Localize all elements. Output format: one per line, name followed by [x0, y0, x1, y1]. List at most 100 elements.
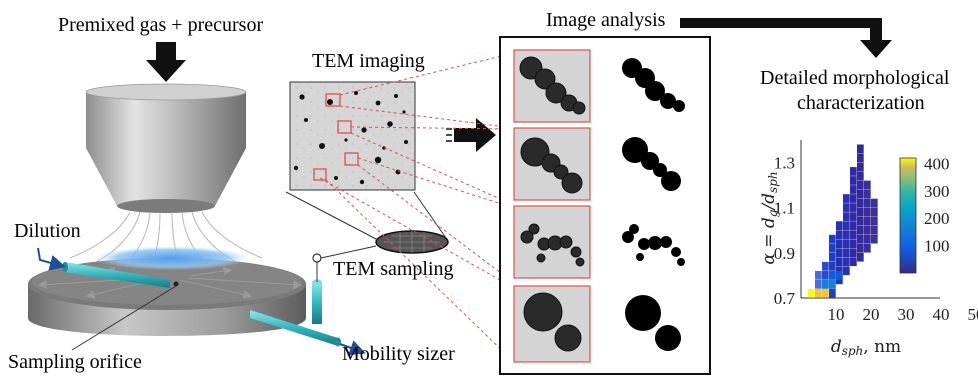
heatmap-cell: [857, 153, 864, 163]
heatmap-cell: [843, 248, 850, 258]
heatmap-cell: [864, 180, 871, 190]
mobility-arrow: [339, 340, 366, 356]
sampling-orifice-label: Sampling orifice: [8, 351, 142, 373]
flame: [94, 246, 250, 270]
heatmap-cell: [850, 203, 857, 212]
tem-sampling-label: TEM sampling: [333, 258, 454, 280]
detailed-label-line2: characterization: [797, 92, 925, 114]
x-tick-label: 10: [828, 305, 845, 324]
heatmap-cell: [843, 221, 850, 230]
tem-micrograph: [289, 81, 416, 191]
x-tick-label: 50: [968, 305, 978, 324]
heatmap-cell: [850, 257, 857, 267]
heatmap-cell: [864, 234, 871, 244]
heatmap-cell: [864, 216, 871, 226]
heatmap-cell: [857, 144, 864, 154]
heatmap-cell: [822, 279, 829, 289]
heatmap-cell: [871, 234, 878, 244]
heatmap-cell: [857, 198, 864, 208]
heatmap-cell: [836, 275, 843, 285]
heatmap-cell: [843, 257, 850, 267]
heatmap-cell: [850, 194, 857, 203]
heatmap-cell: [850, 167, 857, 176]
nozzle: [85, 83, 247, 213]
x-tick-labels: 1020304050: [828, 305, 978, 324]
x-tick-label: 30: [898, 305, 915, 324]
heatmap-cell: [843, 194, 850, 203]
heatmap-cell: [836, 230, 843, 240]
tem-aggregates: [519, 56, 586, 352]
heatmap-cell: [850, 230, 857, 240]
mobility-sizer-label: Mobility sizer: [342, 343, 455, 365]
heatmap-cell: [857, 162, 864, 172]
heatmap-cell: [836, 270, 843, 280]
y-tick-labels: 0.70.91.11.3: [774, 154, 796, 308]
zoom-leader-lines: [319, 52, 515, 363]
colorbar-tick-label: 200: [924, 209, 950, 228]
heatmap-cell: [864, 198, 871, 208]
heatmap-cell: [815, 270, 822, 280]
heatmap-cell: [871, 198, 878, 208]
y-tick-label: 0.9: [774, 244, 795, 263]
heatmap-cell: [857, 171, 864, 181]
heatmap-cell: [864, 189, 871, 199]
x-axis-label: dsph, nm: [831, 337, 901, 358]
heatmap-cell: [836, 266, 843, 276]
heatmap-cell: [857, 189, 864, 199]
burner-apparatus: [28, 42, 366, 356]
heatmap-cell: [829, 279, 836, 289]
heatmap-cell: [829, 270, 836, 280]
heatmap-cell: [864, 225, 871, 235]
image-analysis-label: Image analysis: [546, 9, 666, 31]
heatmap-cell: [850, 185, 857, 194]
binary-masks: [622, 58, 685, 351]
colorbar-tick-label: 100: [924, 237, 950, 256]
orifice: [173, 281, 179, 287]
heatmap-cell: [836, 239, 843, 249]
heatmap-cell: [843, 239, 850, 249]
tem-particles: [293, 91, 408, 185]
analysis-flow-arrow: [680, 18, 892, 58]
heatmap-cell: [871, 225, 878, 235]
heatmap-cell: [829, 288, 836, 298]
heatmap-cell: [857, 252, 864, 262]
colorbar-tick-label: 300: [924, 182, 950, 201]
heatmap-cell: [822, 270, 829, 280]
heatmap-cells: [808, 144, 878, 298]
heatmap-cell: [829, 252, 836, 262]
heatmap-cell: [864, 243, 871, 253]
tem-section: [285, 81, 496, 259]
y-tick-label: 1.3: [774, 154, 795, 173]
heatmap-cell: [857, 234, 864, 244]
heatmap-cell: [857, 225, 864, 235]
heatmap-cell: [843, 203, 850, 212]
heatmap-cell: [850, 239, 857, 249]
heatmap-cell: [829, 243, 836, 253]
tem-imaging-label: TEM imaging: [312, 50, 425, 72]
heatmap-cell: [822, 261, 829, 271]
heatmap-cell: [850, 212, 857, 221]
heatmap-cell: [864, 207, 871, 217]
heatmap-cell: [843, 212, 850, 221]
heatmap-cell: [850, 221, 857, 230]
heatmap-cell: [815, 279, 822, 289]
to-analysis-arrow: [454, 118, 496, 152]
colorbar: [899, 157, 917, 274]
heatmap-cell: [857, 243, 864, 253]
heatmap-cell: [808, 288, 815, 298]
dilution-label: Dilution: [14, 220, 81, 242]
gas-inlet-arrow: [146, 42, 186, 82]
image-analysis-panel: [499, 18, 892, 375]
heatmap-cell: [843, 230, 850, 240]
y-tick-label: 1.1: [774, 199, 795, 218]
heatmap-cell: [829, 234, 836, 244]
sampling-pipes: [250, 253, 341, 347]
dilution-arrow: [37, 247, 66, 271]
radial-flow-arrows: [37, 266, 303, 299]
heatmap-cell: [857, 207, 864, 217]
heatmap-cell: [850, 248, 857, 258]
heatmap-cell: [822, 288, 829, 298]
heatmap-cell: [857, 216, 864, 226]
heatmap-cell: [871, 216, 878, 226]
